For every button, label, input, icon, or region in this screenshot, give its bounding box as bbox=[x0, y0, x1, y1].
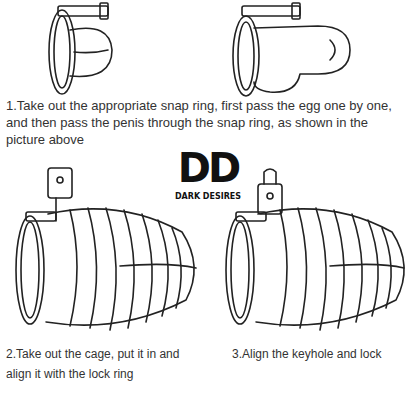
step-text: 3.Align the keyhole and lock bbox=[232, 344, 412, 364]
step-text: 1.Take out the appropriate snap ring, fi… bbox=[6, 97, 410, 148]
ring-figure bbox=[49, 3, 112, 94]
logo-mark: DD bbox=[168, 146, 248, 190]
cage-figure bbox=[16, 168, 196, 330]
logo-text: DARK DESIRES bbox=[158, 192, 258, 202]
cage-figure bbox=[226, 169, 404, 330]
ring-figure bbox=[233, 3, 350, 96]
step-text: 2.Take out the cage, put it in and align… bbox=[6, 344, 206, 384]
